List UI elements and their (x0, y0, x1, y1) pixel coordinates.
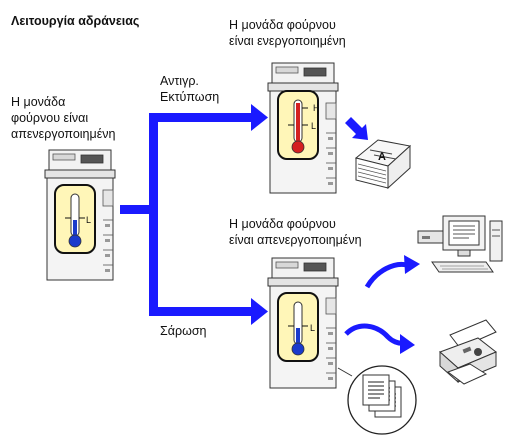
left-printer-label: Η μονάδα φούρνου είναι απενεργοποιημένη (11, 94, 116, 142)
bottom-printer-icon (267, 257, 339, 389)
left-gauge-low-mark: L (86, 215, 91, 225)
mid-printer-label: Η μονάδα φούρνου είναι απενεργοποιημένη (229, 216, 362, 248)
top-gauge-low-mark: L (311, 121, 316, 131)
diagram-title: Λειτουργία αδράνειας (11, 14, 140, 28)
top-printer-icon (267, 62, 339, 194)
left-label-line-1: Η μονάδα (11, 95, 66, 109)
computer-icon (417, 215, 503, 273)
arrow-to-bottom-printer (149, 307, 253, 316)
left-label-line-3: απενεργοποιημένη (11, 127, 116, 141)
copy-print-label: Αντιγρ. Εκτύπωση (160, 73, 219, 105)
scan-label: Σάρωση (160, 324, 207, 338)
copy-label-line-1: Αντιγρ. (160, 74, 199, 88)
mid-label-line-2: είναι απενεργοποιημένη (229, 233, 362, 247)
arrow-stem (120, 205, 156, 214)
scan-to-fax-arrow (344, 323, 415, 354)
mid-label-line-1: Η μονάδα φούρνου (229, 217, 336, 231)
bottom-gauge (277, 292, 319, 362)
left-gauge (54, 184, 96, 254)
original-document-callout (337, 365, 417, 435)
top-label-line-2: είναι ενεργοποιημένη (229, 34, 346, 48)
top-gauge-high-mark: H (313, 103, 320, 113)
top-printer-label: Η μονάδα φούρνου είναι ενεργοποιημένη (229, 17, 346, 49)
printed-paper-icon: A (354, 139, 412, 190)
top-label-line-1: Η μονάδα φούρνου (229, 18, 336, 32)
fax-icon (439, 319, 497, 385)
left-label-line-2: φούρνου είναι (11, 111, 89, 125)
arrowhead-top (251, 104, 268, 131)
left-printer-icon (44, 149, 116, 281)
arrow-vertical (149, 113, 158, 316)
print-output-arrow (345, 117, 368, 140)
copy-label-line-2: Εκτύπωση (160, 90, 220, 104)
scan-to-pc-arrow (364, 255, 420, 289)
arrow-to-top-printer (149, 113, 253, 122)
svg-text:A: A (378, 151, 386, 163)
flow-arrows (120, 104, 268, 325)
top-gauge (277, 90, 319, 160)
bottom-gauge-low-mark: L (310, 323, 315, 333)
arrowhead-bottom (251, 298, 268, 325)
